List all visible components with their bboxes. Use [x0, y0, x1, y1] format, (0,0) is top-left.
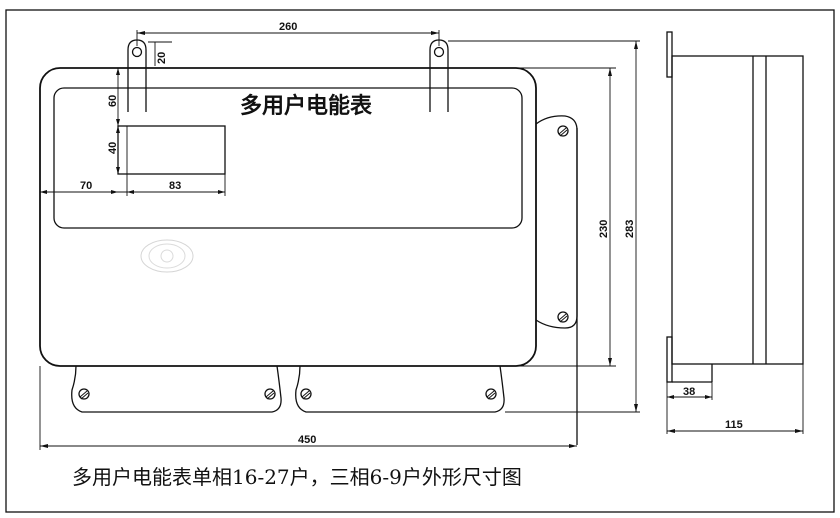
side-bracket-right	[535, 115, 578, 329]
dim-window-left: 70	[80, 180, 92, 192]
front-view: 多用户电能表 260 20	[39, 21, 640, 450]
dim-overall-height: 283	[624, 220, 636, 238]
side-view: 38 115	[666, 31, 804, 434]
display-panel	[53, 87, 523, 229]
drawing-border	[5, 9, 835, 513]
screw-icon	[264, 388, 276, 400]
dim-tab-height: 20	[156, 52, 168, 64]
dim-body-height: 230	[598, 220, 610, 238]
dim-window-width: 83	[169, 180, 181, 192]
meter-body	[39, 67, 537, 367]
logo-emblem-icon	[140, 239, 194, 273]
dim-window-height: 40	[107, 142, 119, 154]
bottom-bracket-left	[71, 365, 282, 413]
dim-overall-width: 450	[298, 434, 316, 446]
dim-hole-spacing: 260	[279, 21, 297, 33]
screw-icon	[557, 125, 569, 137]
dim-window-top: 60	[107, 95, 119, 107]
screw-icon	[557, 311, 569, 323]
drawing-caption: 多用户电能表单相16-27户，三相6-9户外形尺寸图	[72, 465, 522, 489]
mount-tab-right	[429, 39, 449, 112]
bottom-bracket-right	[295, 365, 505, 413]
mount-hole-left	[131, 46, 143, 58]
mount-hole-right	[433, 46, 445, 58]
mount-tab-left	[127, 39, 147, 112]
dim-flange-depth: 38	[683, 386, 695, 398]
dim-overall-depth: 115	[725, 419, 743, 431]
screw-icon	[485, 388, 497, 400]
screw-icon	[78, 388, 90, 400]
lcd-window	[117, 125, 226, 175]
side-flange-top	[666, 31, 673, 78]
device-title: 多用户电能表	[240, 93, 373, 119]
side-flange-bottom	[666, 336, 673, 383]
side-body	[671, 55, 804, 365]
screw-icon	[300, 388, 312, 400]
